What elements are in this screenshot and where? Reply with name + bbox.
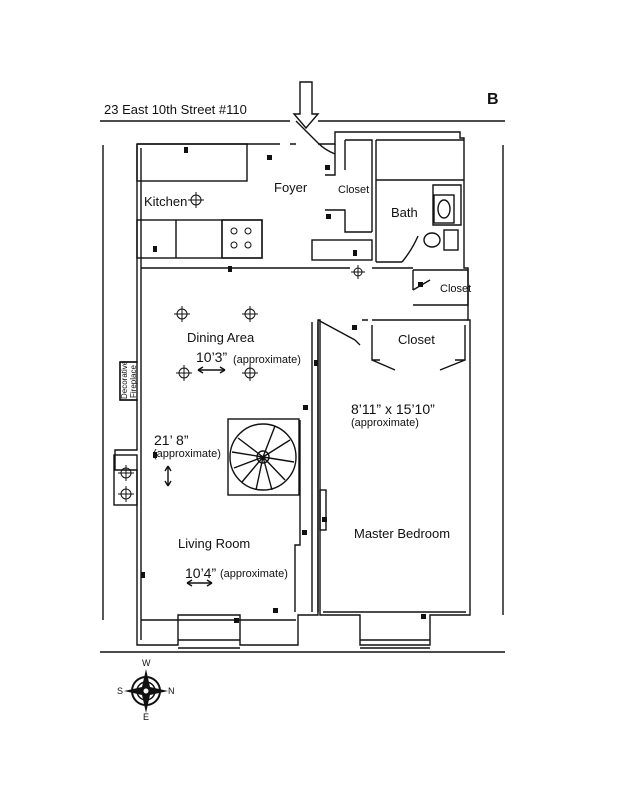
- master-size-note: (approximate): [351, 417, 419, 429]
- address-label: 23 East 10th Street #110: [104, 102, 247, 117]
- bath-wall: [375, 139, 464, 263]
- dining-area-label: Dining Area: [187, 330, 255, 345]
- toilet: [423, 232, 441, 248]
- fireplace-label-line1: Decorative: [120, 360, 129, 399]
- light-fixture-icons: [118, 192, 365, 502]
- compass-rose-icon: [124, 669, 168, 713]
- foyer-closet-label: Closet: [338, 184, 370, 196]
- master-size-value: 8’11” x 15’10”: [351, 401, 435, 417]
- partition-wall: [294, 322, 319, 612]
- kitchen-lower-counter: [136, 219, 263, 259]
- foyer-label: Foyer: [274, 180, 308, 195]
- compass-e: E: [143, 712, 149, 722]
- fireplace-label-line2: Fireplace: [129, 365, 138, 398]
- compass-w: W: [142, 658, 151, 668]
- living-length-value: 21’ 8”: [154, 432, 189, 448]
- master-bedroom-label: Master Bedroom: [354, 526, 451, 541]
- spiral-stair: [227, 418, 300, 496]
- entry-door: [295, 120, 336, 155]
- stove-burners: [230, 227, 252, 249]
- radiator: [113, 454, 138, 506]
- hall-closet-label: Closet: [440, 283, 472, 295]
- kitchen-upper-counter: [136, 143, 248, 182]
- kitchen-label: Kitchen: [144, 194, 188, 209]
- dining-width-value: 10’3”: [196, 349, 228, 365]
- living-width-note: (approximate): [220, 568, 288, 580]
- dining-width-note: (approximate): [233, 354, 301, 366]
- outlet-icons: [141, 147, 426, 623]
- bedroom-closet-wall: [371, 319, 468, 371]
- entrance-arrow-icon: [292, 81, 320, 130]
- living-width-value: 10’4”: [185, 565, 217, 581]
- stove: [221, 219, 263, 259]
- decorative-fireplace: [119, 361, 138, 401]
- living-length-note: (approximate): [153, 448, 221, 460]
- dimension-arrows: [164, 366, 226, 587]
- unit-letter: B: [487, 91, 499, 108]
- compass-s: S: [117, 686, 123, 696]
- living-room-label: Living Room: [178, 536, 251, 551]
- bedroom-closet-label: Closet: [398, 332, 435, 347]
- bath-sink: [433, 194, 455, 224]
- bedroom-door: [317, 319, 368, 346]
- foyer-closet-wall: [325, 139, 373, 233]
- bathtub: [311, 239, 373, 261]
- toilet-tank: [443, 229, 459, 251]
- bath-label: Bath: [391, 205, 418, 220]
- compass-n: N: [168, 686, 175, 696]
